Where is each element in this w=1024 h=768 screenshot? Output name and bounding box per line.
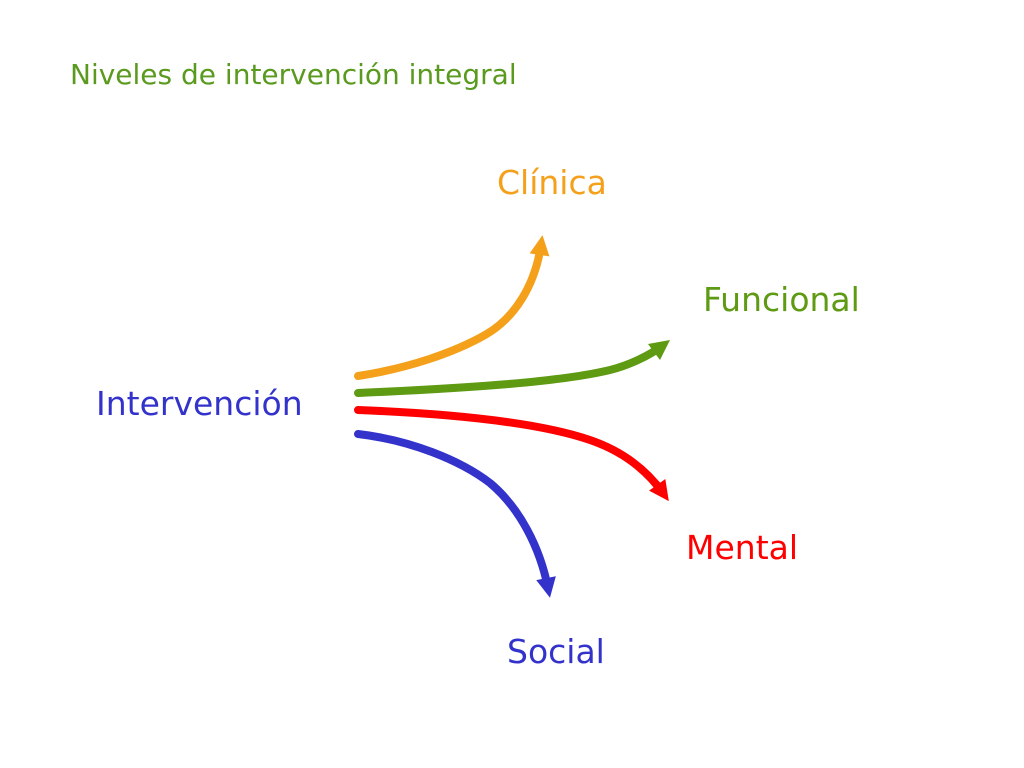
arrow-social bbox=[354, 430, 556, 598]
source-label-intervencion: Intervención bbox=[96, 384, 303, 423]
arrow-funcional bbox=[354, 340, 671, 397]
target-label-funcional: Funcional bbox=[703, 280, 860, 319]
target-label-clinica: Clínica bbox=[497, 163, 607, 202]
target-label-mental: Mental bbox=[686, 528, 799, 567]
slide-title: Niveles de intervención integral bbox=[70, 58, 517, 91]
target-label-social: Social bbox=[507, 632, 605, 671]
arrow-clinica bbox=[354, 235, 550, 380]
arrow-mental bbox=[354, 406, 669, 502]
